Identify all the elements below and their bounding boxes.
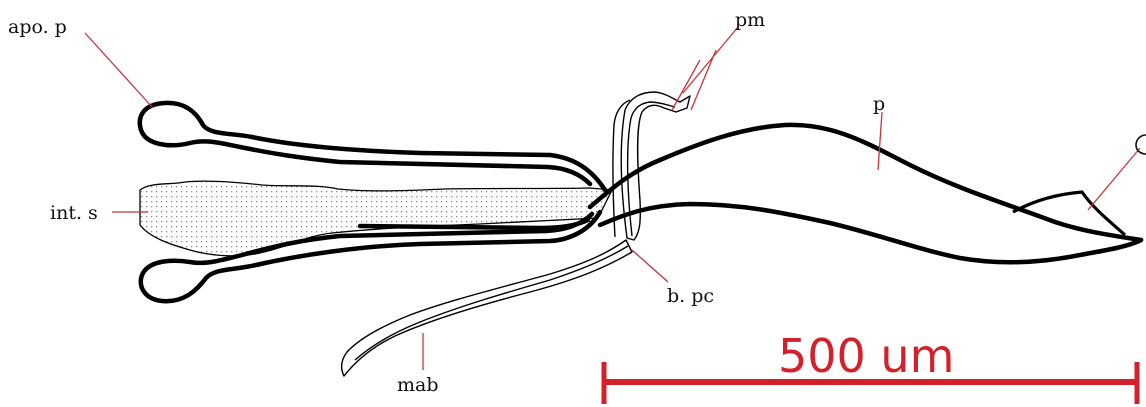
leader-line-apical-lobe (1088, 148, 1140, 210)
cut-off-label-glyph (1136, 135, 1146, 154)
leader-line-pm-3 (672, 60, 700, 110)
leader-line-b-pc (632, 250, 668, 282)
leader-line-pm-2 (691, 50, 716, 110)
upper-apodeme-outline (140, 103, 605, 190)
label-mab: mab (397, 374, 439, 396)
label-apo-p: apo. p (8, 16, 67, 38)
label-int-s: int. s (50, 202, 98, 224)
label-p: p (873, 93, 885, 115)
leader-line-p (878, 112, 882, 170)
label-b-pc: b. pc (667, 285, 714, 307)
scale-bar-label: 500 um (778, 329, 954, 383)
paramere-inner-line (628, 102, 675, 236)
label-pm: pm (735, 9, 765, 31)
leader-line-pm-1 (683, 27, 738, 93)
median-apodeme-outline (342, 240, 632, 376)
scale-bar: 500 um (604, 329, 1137, 404)
penis-outline (590, 125, 1141, 240)
penis-lower-outline (600, 204, 1141, 262)
paramere-outline (621, 92, 690, 240)
leader-line-apo-p (85, 33, 153, 108)
